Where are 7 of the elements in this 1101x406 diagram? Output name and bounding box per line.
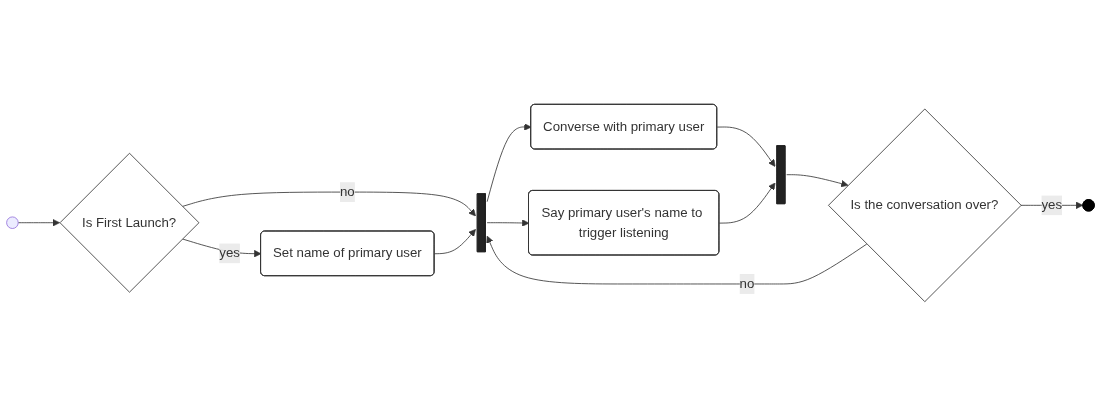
node-circle xyxy=(6,216,19,229)
edge-label: no xyxy=(339,184,355,199)
edge-label: no xyxy=(739,276,755,291)
edge-label: yes xyxy=(1041,197,1063,212)
node-diamond: Is the conversation over? xyxy=(828,108,1022,303)
node-diamond: Is First Launch? xyxy=(59,152,200,293)
edge-label: yes xyxy=(219,245,240,260)
